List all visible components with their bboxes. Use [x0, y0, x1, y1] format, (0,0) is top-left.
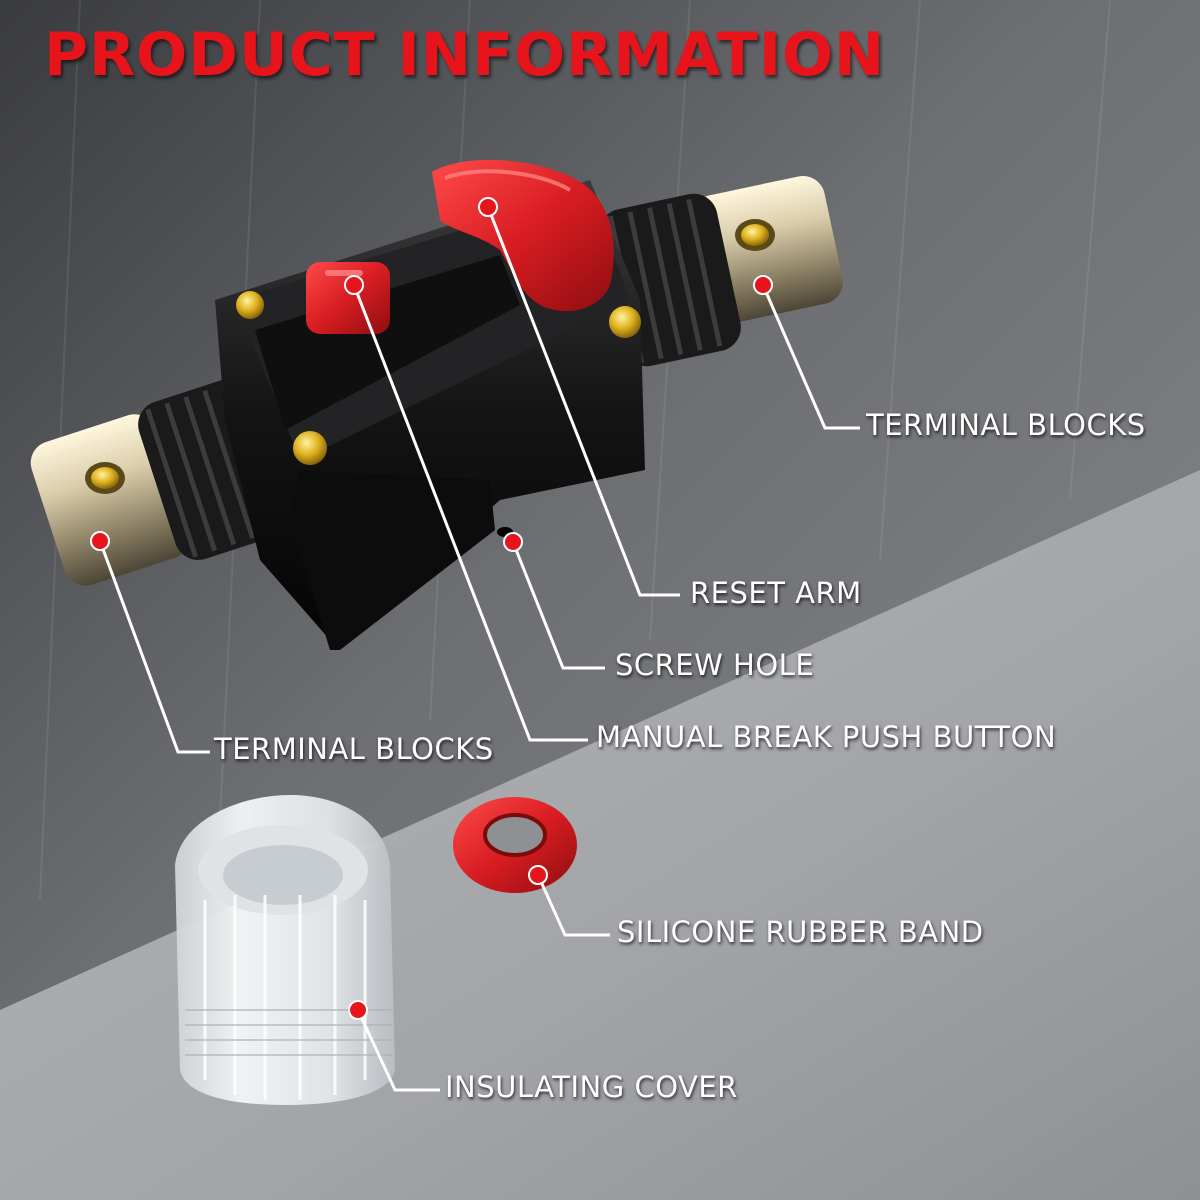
label-screw-hole: SCREW HOLE [615, 648, 815, 682]
label-insulating-cover: INSULATING COVER [445, 1070, 738, 1104]
label-rubber-band: SILICONE RUBBER BAND [617, 915, 984, 949]
label-terminal-right: TERMINAL BLOCKS [866, 408, 1146, 442]
label-reset-arm: RESET ARM [690, 576, 862, 610]
page-title: PRODUCT INFORMATION [44, 20, 886, 90]
push-button-cap [306, 262, 390, 334]
label-terminal-left: TERMINAL BLOCKS [214, 732, 494, 766]
silicone-rubber-band [453, 797, 577, 893]
insulating-cover [175, 795, 395, 1105]
label-push-button: MANUAL BREAK PUSH BUTTON [596, 720, 1057, 754]
